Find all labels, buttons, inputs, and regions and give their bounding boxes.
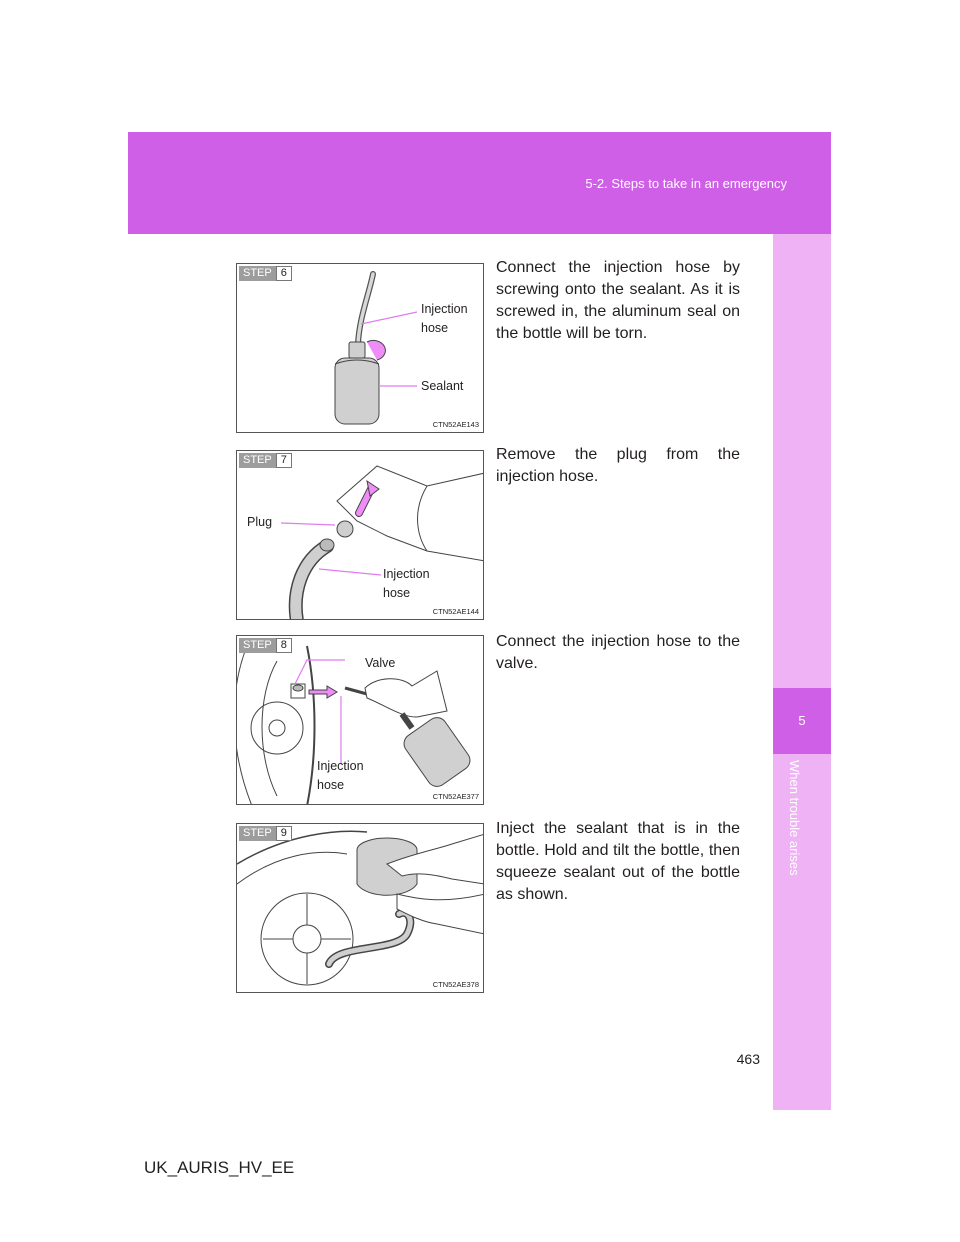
callout-valve: Valve xyxy=(365,656,396,670)
callout-injection-hose: Injection hose xyxy=(317,759,364,792)
step-label: STEP xyxy=(239,826,276,841)
figure-step-6: STEP 6 Injection hose Sealant CTN52AE143 xyxy=(236,263,484,433)
chapter-title: When trouble arises xyxy=(787,760,802,876)
step-number: 8 xyxy=(275,638,292,653)
section-title: 5-2. Steps to take in an emergency xyxy=(585,176,787,191)
inject-sealant-illustration xyxy=(237,830,483,986)
chapter-number: 5 xyxy=(798,713,806,728)
step-label: STEP xyxy=(239,266,276,281)
step-tag: STEP 7 xyxy=(239,453,292,468)
figure-step-8: STEP 8 Valve Injection hose CTN52AE377 xyxy=(236,635,484,805)
step-label: STEP xyxy=(239,453,276,468)
step-7-text: Remove the plug from the injection hose. xyxy=(496,446,740,485)
chapter-tab-active xyxy=(773,688,831,754)
step-number: 7 xyxy=(275,453,292,468)
page-number: 463 xyxy=(736,1051,760,1067)
figure-code: CTN52AE143 xyxy=(432,420,479,429)
callout-injection-hose: Injection hose xyxy=(383,567,430,600)
step-number: 9 xyxy=(275,826,292,841)
step-8-text: Connect the injection hose to the valve. xyxy=(496,633,740,672)
footer-code: UK_AURIS_HV_EE xyxy=(144,1158,295,1177)
step-tag: STEP 6 xyxy=(239,266,292,281)
step-tag: STEP 9 xyxy=(239,826,292,841)
figure-step-7: STEP 7 Plug Injection hose CTN52AE144 xyxy=(236,450,484,620)
sealant-bottle-hose-illustration xyxy=(334,271,418,425)
figure-step-9: STEP 9 CTN52AE378 xyxy=(236,823,484,993)
callout-sealant: Sealant xyxy=(421,379,464,393)
figure-code: CTN52AE144 xyxy=(432,607,479,616)
figure-code: CTN52AE378 xyxy=(432,980,479,989)
step-6-text: Connect the injection hose by screwing o… xyxy=(496,259,740,342)
step-label: STEP xyxy=(239,638,276,653)
step-9-text: Inject the sealant that is in the bottle… xyxy=(496,820,740,903)
callout-plug: Plug xyxy=(247,515,273,529)
chapter-tab-strip xyxy=(773,234,831,1110)
remove-plug-illustration xyxy=(280,465,483,619)
step-number: 6 xyxy=(275,266,292,281)
connect-valve-illustration xyxy=(237,645,471,804)
header-band: 5-2. Steps to take in an emergency xyxy=(128,132,831,234)
step-tag: STEP 8 xyxy=(239,638,292,653)
callout-injection-hose: Injection hose xyxy=(421,302,468,335)
figure-code: CTN52AE377 xyxy=(432,792,479,801)
